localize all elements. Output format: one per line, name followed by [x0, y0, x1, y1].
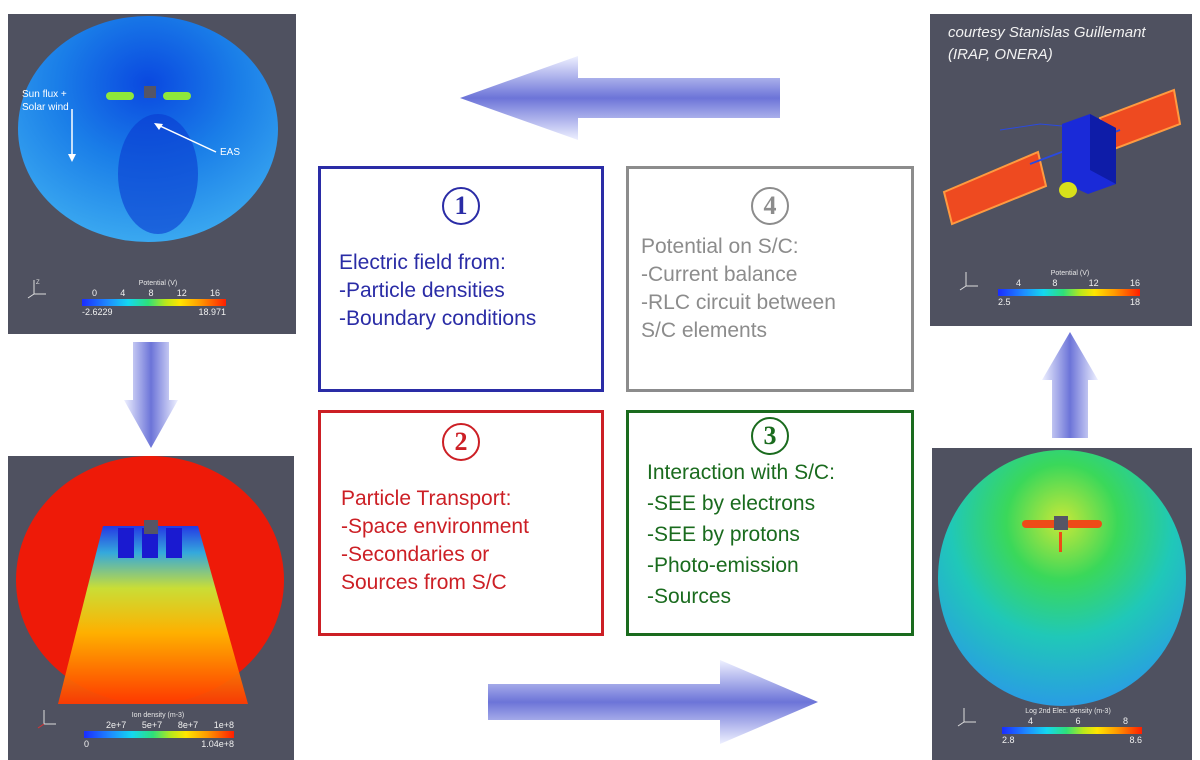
- box-potential: 4 Potential on S/C: -Current balance -RL…: [626, 166, 914, 392]
- colorbar-title: Log 2nd Elec. density (m-3): [1025, 708, 1111, 715]
- potential-plot-image: [18, 16, 278, 242]
- electron-density-plot-panel: Log 2nd Elec. density (m-3) 4 6 8 2.8 8.…: [932, 448, 1192, 760]
- colorbar-tick: 8e+7: [177, 720, 199, 730]
- colorbar-title: Potential (V): [1050, 270, 1090, 277]
- spacecraft-plot-panel: courtesy Stanislas Guillemant (IRAP, ONE…: [930, 14, 1192, 326]
- colorbar-tick: 6: [1075, 716, 1081, 726]
- box-particle-transport-text: Particle Transport: -Space environment -…: [341, 487, 529, 594]
- colorbar-range: 2.8 8.6: [1002, 735, 1142, 745]
- colorbar-min: -2.6229: [82, 307, 113, 317]
- colorbar-tick: 12: [1088, 278, 1099, 288]
- colorbar: [1002, 727, 1142, 734]
- colorbar-max: 1.04e+8: [201, 739, 234, 749]
- colorbar: [84, 731, 234, 738]
- colorbar-range: 0 1.04e+8: [84, 739, 234, 749]
- colorbar-ticks: 2e+7 5e+7 8e+7 1e+8: [106, 720, 234, 730]
- axis-triad-icon: [957, 708, 976, 727]
- ion-density-plot-panel: Ion density (m-3) 2e+7 5e+7 8e+7 1e+8 0 …: [8, 456, 294, 760]
- colorbar-ticks: 4 6 8: [1028, 716, 1128, 726]
- spacecraft-plot-image: [942, 88, 1182, 226]
- colorbar-tick: 16: [1129, 278, 1140, 288]
- colorbar-title: Potential (V): [138, 280, 178, 287]
- colorbar-tick: 4: [1028, 716, 1034, 726]
- colorbar-tick: 8: [148, 288, 154, 298]
- box-interaction: 3 Interaction with S/C: -SEE by electron…: [626, 410, 914, 636]
- arrow-up-right: [1042, 332, 1098, 438]
- colorbar-tick: 5e+7: [141, 720, 163, 730]
- svg-text:Z: Z: [36, 280, 40, 286]
- colorbar-tick: 4: [1016, 278, 1022, 288]
- colorbar-tick: 4: [120, 288, 126, 298]
- colorbar-tick: 2e+7: [106, 720, 127, 730]
- colorbar-max: 18.971: [198, 307, 226, 317]
- colorbar-min: 0: [84, 739, 90, 749]
- box-electric-field-text: Electric field from: -Particle densities…: [339, 251, 537, 330]
- colorbar-title: Ion density (m-3): [131, 712, 185, 719]
- colorbar-min: 2.5: [998, 297, 1011, 307]
- colorbar-tick: 8: [1052, 278, 1058, 288]
- box-potential-text: Potential on S/C: -Current balance -RLC …: [641, 235, 836, 342]
- colorbar-tick: 1e+8: [213, 720, 234, 730]
- colorbar-ticks: 4 8 12 16: [1016, 278, 1140, 288]
- step-number-3: 3: [629, 417, 911, 455]
- colorbar-range: 2.5 18: [998, 297, 1140, 307]
- colorbar-range: -2.6229 18.971: [82, 307, 226, 317]
- colorbar-tick: 16: [209, 288, 220, 298]
- eas-annotation: EAS: [220, 147, 241, 158]
- axis-triad-icon: [959, 272, 978, 291]
- box-interaction-text: Interaction with S/C: -SEE by electrons …: [647, 461, 835, 608]
- ion-density-plot-image: [16, 456, 284, 704]
- arrow-left-top: [460, 56, 780, 140]
- colorbar: [82, 299, 226, 306]
- step-number-1: 1: [321, 187, 601, 225]
- colorbar-max: 18: [1129, 297, 1140, 307]
- arrow-down-left: [124, 342, 178, 448]
- colorbar-max: 8.6: [1129, 735, 1142, 745]
- box-particle-transport: 2 Particle Transport: -Space environment…: [318, 410, 604, 636]
- colorbar-min: 2.8: [1002, 735, 1015, 745]
- arrow-right-bottom: [488, 660, 818, 744]
- axis-triad-icon: [37, 710, 56, 729]
- electron-density-plot-image: [938, 450, 1186, 706]
- axis-triad-icon: Z: [27, 280, 46, 299]
- colorbar-tick: 12: [176, 288, 187, 298]
- step-number-4: 4: [629, 187, 911, 225]
- colorbar-ticks: 0 4 8 12 16: [92, 288, 220, 298]
- potential-plot-panel: Sun flux + Solar wind EAS Z Potential (V…: [8, 14, 296, 334]
- sun-flux-annotation: Sun flux + Solar wind: [22, 89, 69, 113]
- step-number-2: 2: [321, 423, 601, 461]
- colorbar-tick: 8: [1122, 716, 1128, 726]
- colorbar-tick: 0: [92, 288, 98, 298]
- courtesy-credit: courtesy Stanislas Guillemant (IRAP, ONE…: [948, 24, 1146, 63]
- colorbar: [998, 289, 1140, 296]
- box-electric-field: 1 Electric field from: -Particle densiti…: [318, 166, 604, 392]
